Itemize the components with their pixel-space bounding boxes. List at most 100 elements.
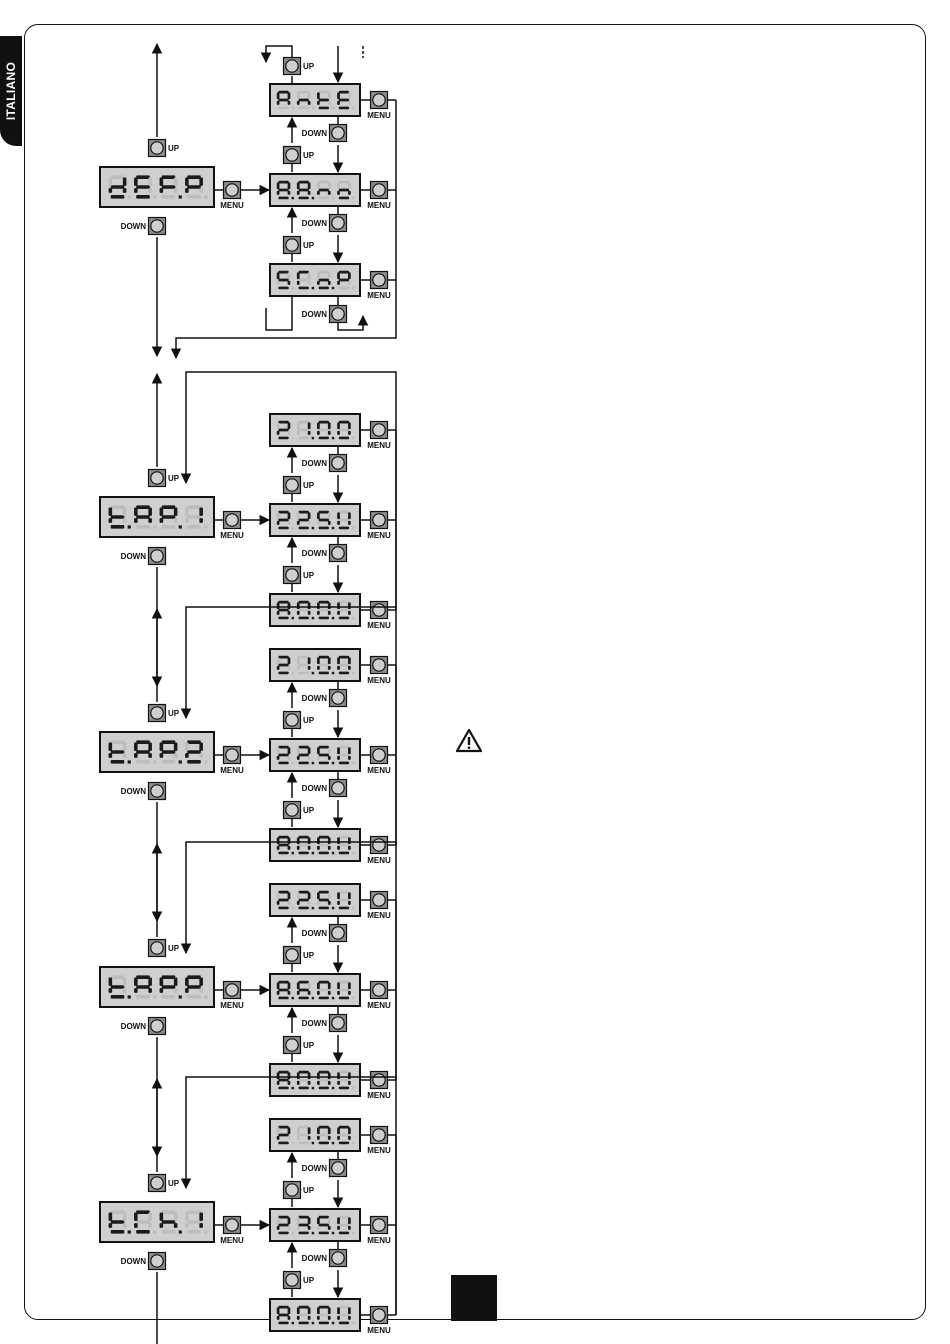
button-cap[interactable] [225,748,239,762]
option-down-button[interactable]: DOWN [302,543,348,563]
button-cap[interactable] [372,93,386,107]
button-cap[interactable] [372,603,386,617]
button-cap[interactable] [285,713,299,727]
button-cap[interactable] [285,1038,299,1052]
option-menu-button[interactable]: MENU [367,270,391,301]
button-cap[interactable] [150,141,164,155]
option-menu-button[interactable]: MENU [367,1070,391,1101]
option-menu-button[interactable]: MENU [367,600,391,631]
up-button[interactable]: UP [147,1173,180,1193]
option-up-button[interactable]: UP [282,945,315,965]
button-cap[interactable] [331,307,345,321]
option-menu-button[interactable]: MENU [367,1215,391,1246]
button-cap[interactable] [372,1218,386,1232]
option-up-button[interactable]: UP [282,800,315,820]
button-cap[interactable] [150,1176,164,1190]
button-cap[interactable] [331,1251,345,1265]
button-cap[interactable] [372,893,386,907]
up-button[interactable]: UP [147,138,180,158]
wrap-down-button[interactable]: DOWN [302,304,348,324]
button-cap[interactable] [372,1073,386,1087]
option-menu-button[interactable]: MENU [367,745,391,776]
button-cap[interactable] [150,941,164,955]
option-up-button[interactable]: UP [282,235,315,255]
option-menu-button[interactable]: MENU [367,420,391,451]
option-up-button[interactable]: UP [282,710,315,730]
option-up-button[interactable]: UP [282,1035,315,1055]
button-cap[interactable] [150,784,164,798]
option-up-button[interactable]: UP [282,1270,315,1290]
menu-button[interactable]: MENU [220,180,244,211]
button-cap[interactable] [225,1218,239,1232]
up-button[interactable]: UP [147,938,180,958]
option-up-button[interactable]: UP [282,475,315,495]
option-menu-button[interactable]: MENU [367,835,391,866]
option-menu-button[interactable]: MENU [367,180,391,211]
down-button[interactable]: DOWN [121,1016,167,1036]
button-cap[interactable] [331,546,345,560]
button-cap[interactable] [150,471,164,485]
option-down-button[interactable]: DOWN [302,213,348,233]
option-down-button[interactable]: DOWN [302,1158,348,1178]
down-button[interactable]: DOWN [121,781,167,801]
option-up-button[interactable]: UP [282,145,315,165]
option-down-button[interactable]: DOWN [302,1013,348,1033]
option-down-button[interactable]: DOWN [302,688,348,708]
button-cap[interactable] [150,1254,164,1268]
option-menu-button[interactable]: MENU [367,1125,391,1156]
button-cap[interactable] [285,478,299,492]
button-cap[interactable] [331,456,345,470]
menu-button[interactable]: MENU [220,1215,244,1246]
button-cap[interactable] [372,183,386,197]
button-cap[interactable] [372,838,386,852]
menu-button[interactable]: MENU [220,745,244,776]
button-cap[interactable] [285,803,299,817]
option-down-button[interactable]: DOWN [302,778,348,798]
up-button[interactable]: UP [147,468,180,488]
button-cap[interactable] [285,238,299,252]
option-down-button[interactable]: DOWN [302,923,348,943]
option-down-button[interactable]: DOWN [302,123,348,143]
button-cap[interactable] [285,568,299,582]
option-menu-button[interactable]: MENU [367,655,391,686]
button-cap[interactable] [150,1019,164,1033]
button-cap[interactable] [372,658,386,672]
button-cap[interactable] [285,1273,299,1287]
button-cap[interactable] [331,1016,345,1030]
option-menu-button[interactable]: MENU [367,980,391,1011]
down-button[interactable]: DOWN [121,1251,167,1271]
button-cap[interactable] [372,748,386,762]
button-cap[interactable] [331,926,345,940]
option-up-button[interactable]: UP [282,1180,315,1200]
option-down-button[interactable]: DOWN [302,453,348,473]
up-button[interactable]: UP [147,703,180,723]
button-cap[interactable] [150,549,164,563]
button-cap[interactable] [225,983,239,997]
button-cap[interactable] [372,423,386,437]
button-cap[interactable] [225,183,239,197]
button-cap[interactable] [285,59,299,73]
button-cap[interactable] [331,216,345,230]
button-cap[interactable] [225,513,239,527]
button-cap[interactable] [285,148,299,162]
menu-button[interactable]: MENU [220,980,244,1011]
button-cap[interactable] [331,691,345,705]
button-cap[interactable] [372,1128,386,1142]
option-menu-button[interactable]: MENU [367,90,391,121]
button-cap[interactable] [372,513,386,527]
option-menu-button[interactable]: MENU [367,890,391,921]
option-menu-button[interactable]: MENU [367,510,391,541]
button-cap[interactable] [372,1308,386,1322]
button-cap[interactable] [285,1183,299,1197]
option-menu-button[interactable]: MENU [367,1305,391,1336]
button-cap[interactable] [331,1161,345,1175]
button-cap[interactable] [331,781,345,795]
button-cap[interactable] [372,273,386,287]
wrap-up-button[interactable]: UP [282,56,315,76]
button-cap[interactable] [150,706,164,720]
button-cap[interactable] [150,219,164,233]
option-down-button[interactable]: DOWN [302,1248,348,1268]
down-button[interactable]: DOWN [121,546,167,566]
menu-button[interactable]: MENU [220,510,244,541]
button-cap[interactable] [331,126,345,140]
